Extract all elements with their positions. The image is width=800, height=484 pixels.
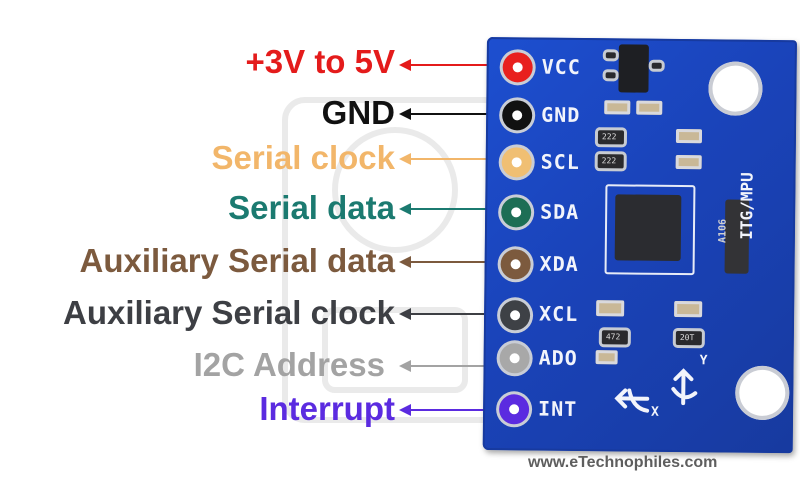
pad-xda — [500, 249, 531, 280]
pin-name-ado: ADO — [538, 345, 578, 370]
label-xcl: Auxiliary Serial clock — [62, 294, 395, 331]
pin-name-gnd: GND — [541, 102, 581, 127]
capacitor — [604, 100, 631, 115]
capacitor — [675, 154, 702, 170]
axis-markings-icon — [614, 368, 698, 413]
site-watermark: www.eTechnophiles.com — [528, 454, 718, 471]
capacitor — [675, 128, 703, 144]
resistor-label: 472 — [605, 332, 621, 342]
mount-hole-top — [708, 61, 763, 116]
axis-x-label: X — [651, 404, 659, 420]
regulator-lead — [651, 62, 662, 69]
pad-gnd — [502, 100, 533, 131]
regulator-label: A106 — [717, 218, 729, 244]
mpu6050-chip — [614, 194, 682, 262]
pin-name-xcl: XCL — [538, 301, 579, 326]
label-int: Interrupt — [259, 390, 395, 427]
label-ado: I2C Address — [193, 346, 385, 383]
pin-name-sda: SDA — [540, 199, 580, 224]
label-scl: Serial clock — [211, 139, 395, 176]
label-sda: Serial data — [228, 189, 395, 226]
pad-vcc — [502, 52, 533, 83]
capacitor — [674, 300, 703, 318]
resistor-label: 222 — [601, 156, 617, 166]
pad-ado — [499, 343, 530, 374]
board-model-label: ITG/MPU — [736, 172, 757, 240]
regulator-lead — [605, 72, 616, 79]
resistor-label: 222 — [601, 132, 617, 142]
capacitor — [636, 100, 663, 115]
label-gnd: GND — [321, 94, 395, 131]
pin-name-int: INT — [537, 396, 578, 421]
mount-hole-bottom — [735, 365, 790, 421]
pad-scl — [501, 147, 532, 178]
axis-y-label: Y — [699, 353, 708, 369]
pad-int — [498, 394, 530, 425]
mpu6050-board: VCC GND SCL SDA XDA XCL ADO INT 222 222 … — [482, 37, 797, 454]
voltage-regulator-chip — [618, 44, 649, 93]
capacitor — [596, 300, 625, 317]
label-xda: Auxiliary Serial data — [79, 242, 395, 279]
pin-name-scl: SCL — [540, 149, 580, 174]
pin-name-vcc: VCC — [541, 54, 581, 79]
pad-xcl — [499, 300, 531, 331]
pin-name-xda: XDA — [539, 251, 579, 276]
regulator-lead — [605, 52, 616, 59]
label-vcc: +3V to 5V — [245, 43, 395, 80]
pad-sda — [501, 197, 532, 228]
resistor-label: 20T — [679, 333, 695, 343]
